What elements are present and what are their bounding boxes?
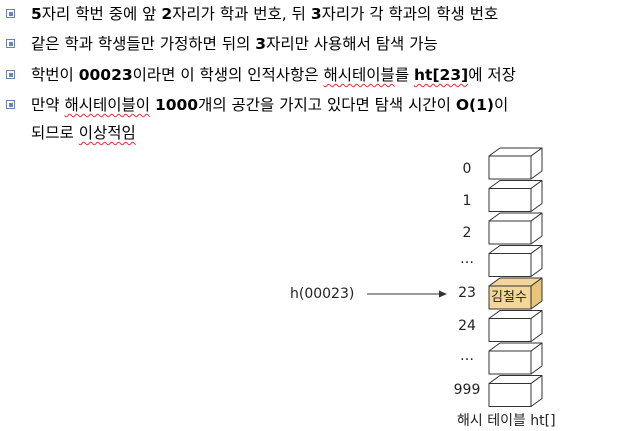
- bullet-text: 5자리 학번 중에 앞 2자리가 학과 번호, 뒤 3자리가 각 학과의 학생 …: [31, 2, 498, 26]
- text-run: 개의 공간을 가지고 있다면 탐색 시간이: [198, 96, 456, 114]
- text-run: 만약: [31, 96, 65, 114]
- slot-index: 23: [458, 285, 476, 301]
- slot-index: 0: [462, 161, 472, 177]
- text-run: 이상적임: [78, 124, 136, 142]
- emphasis-text: 1000: [154, 96, 199, 114]
- table-cell: [488, 245, 543, 277]
- slot-index: 999: [453, 382, 481, 398]
- slot-index: 2: [462, 225, 472, 241]
- emphasis-text: 2: [161, 5, 173, 23]
- emphasis-text: 3: [310, 5, 322, 23]
- square-bullet-icon: [6, 70, 15, 79]
- text-run: 자리만 사용해서 탐색 가능: [266, 35, 438, 53]
- square-bullet-icon: [6, 9, 15, 18]
- slot-index: …: [460, 348, 474, 364]
- square-bullet-icon: [6, 100, 15, 109]
- text-run: 학번이: [31, 66, 79, 84]
- diagram-caption: 해시 테이블 ht[]: [457, 413, 556, 429]
- text-run: 이: [493, 96, 509, 114]
- slot-index: 1: [462, 193, 472, 209]
- emphasis-text: 5: [31, 5, 42, 23]
- emphasis-text: 00023: [78, 66, 133, 84]
- text-run: 이라면 이 학생의 인적사항은: [132, 66, 324, 84]
- slot-index: 24: [458, 318, 476, 334]
- emphasis-text: ht[23]: [414, 66, 469, 84]
- highlighted-cell-value: 김철수: [491, 290, 527, 305]
- emphasis-text: O(1): [455, 96, 494, 114]
- text-run: 같은 학과 학생들만 가정하면 뒤의: [31, 35, 256, 53]
- slot-index: …: [460, 251, 474, 267]
- text-run: 해시테이블: [323, 66, 395, 84]
- emphasis-text: 3: [255, 35, 267, 53]
- text-run: 자리가 각 학과의 학생 번호: [321, 5, 499, 23]
- text-run: 해시테이블이: [64, 96, 151, 114]
- text-run: 에 저장: [468, 66, 516, 84]
- highlighted-table-cell: [488, 277, 543, 310]
- table-cell: [488, 212, 543, 245]
- text-run: 자리 학번 중에 앞: [41, 5, 162, 23]
- arrow-head-icon: [439, 290, 447, 298]
- text-run: 를: [394, 66, 414, 84]
- bullet-text: 만약 해시테이블이 1000개의 공간을 가지고 있다면 탐색 시간이 O(1)…: [31, 93, 508, 117]
- table-cell: [488, 342, 543, 375]
- bullet-text: 학번이 00023이라면 이 학생의 인적사항은 해시테이블를 ht[23]에 …: [31, 63, 516, 87]
- square-bullet-icon: [6, 39, 15, 48]
- table-cell: [488, 375, 543, 407]
- bullet-continuation: 되므로 이상적임: [31, 121, 136, 145]
- table-cell: [488, 310, 543, 342]
- table-cell: [488, 180, 543, 212]
- text-run: 자리가 학과 번호, 뒤: [172, 5, 311, 23]
- table-cell: [488, 147, 543, 180]
- text-run: 되므로: [31, 124, 79, 142]
- hash-function-label: h(00023): [290, 286, 355, 302]
- bullet-text: 같은 학과 학생들만 가정하면 뒤의 3자리만 사용해서 탐색 가능: [31, 32, 438, 56]
